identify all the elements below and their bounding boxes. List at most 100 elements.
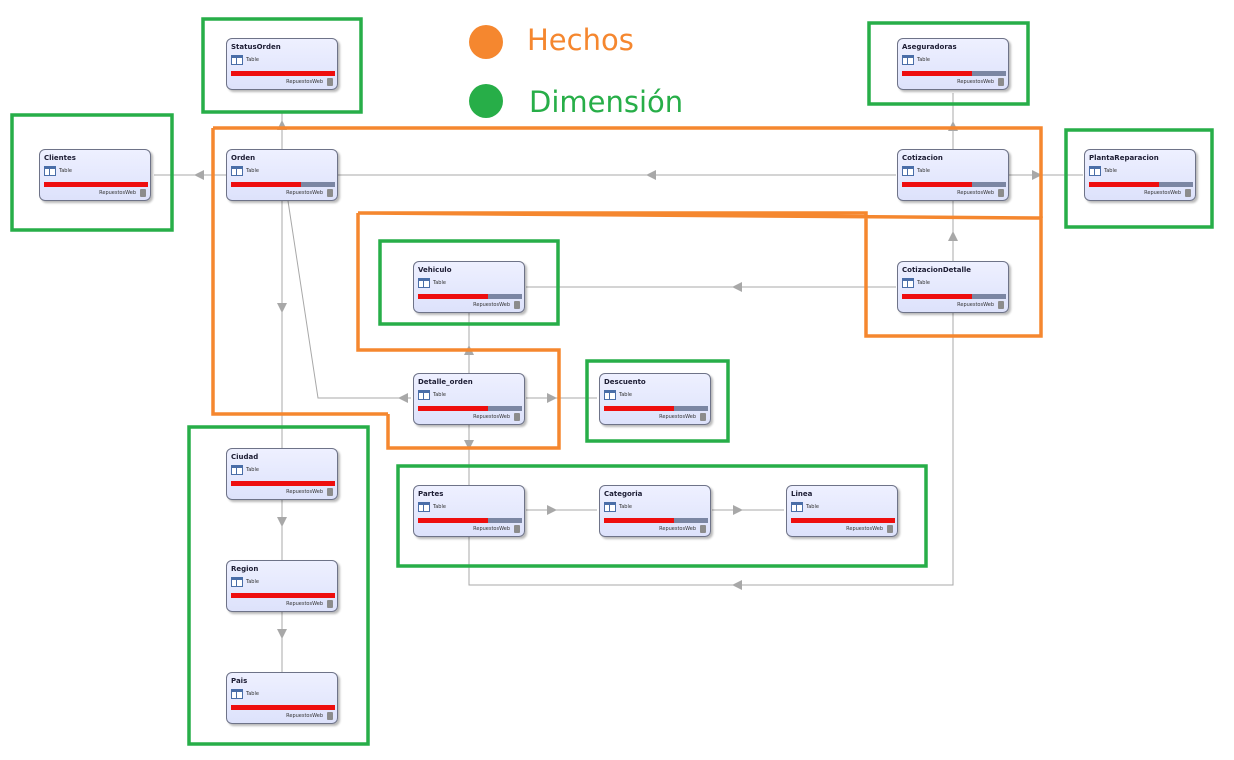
table-source-label: RepuestosWeb bbox=[473, 302, 510, 308]
table-bar bbox=[902, 294, 1006, 299]
database-icon bbox=[1185, 189, 1191, 197]
table-source-label: RepuestosWeb bbox=[473, 526, 510, 532]
table-source-label: RepuestosWeb bbox=[286, 601, 323, 607]
dimension-box-clientes bbox=[10, 113, 174, 232]
table-bar bbox=[418, 518, 522, 523]
table-source-label: RepuestosWeb bbox=[286, 713, 323, 719]
table-bar bbox=[418, 294, 522, 299]
database-icon bbox=[140, 189, 146, 197]
table-name: Aseguradoras bbox=[902, 43, 957, 51]
dimension-box-partes bbox=[396, 464, 928, 568]
arrowhead-8 bbox=[277, 303, 287, 313]
arrowhead-7 bbox=[732, 282, 742, 292]
table-name: CotizacionDetalle bbox=[902, 266, 972, 274]
table-bar bbox=[44, 182, 148, 187]
table-bar-fill bbox=[604, 406, 674, 411]
database-icon bbox=[998, 301, 1004, 309]
line-cotizaciondetalle-partes bbox=[468, 313, 954, 586]
dimension-box-vehiculo bbox=[378, 239, 560, 326]
database-icon bbox=[327, 600, 333, 608]
table-bar-fill bbox=[902, 71, 972, 76]
dimension-box-geografia bbox=[187, 425, 370, 746]
table-source-label: RepuestosWeb bbox=[286, 190, 323, 196]
table-icon bbox=[231, 166, 243, 176]
group-boxes bbox=[10, 17, 1214, 746]
arrowhead-17 bbox=[277, 629, 287, 639]
table-bar bbox=[231, 705, 335, 710]
table-icon bbox=[231, 689, 243, 699]
table-name: Clientes bbox=[44, 154, 76, 162]
table-icon bbox=[231, 577, 243, 587]
arrowhead-2 bbox=[194, 170, 204, 180]
table-icon bbox=[604, 390, 616, 400]
table-bar-fill bbox=[902, 182, 972, 187]
table-name: Vehiculo bbox=[418, 266, 452, 274]
table-type-label: Table bbox=[917, 280, 930, 286]
database-icon bbox=[700, 525, 706, 533]
table-bar-fill bbox=[44, 182, 148, 187]
table-bar-fill bbox=[418, 406, 488, 411]
table-bar bbox=[231, 481, 335, 486]
table-bar-fill bbox=[231, 182, 301, 187]
table-source-label: RepuestosWeb bbox=[1144, 190, 1181, 196]
table-type-label: Table bbox=[433, 392, 446, 398]
table-bar-fill bbox=[231, 71, 335, 76]
table-source-label: RepuestosWeb bbox=[659, 414, 696, 420]
table-bar-fill bbox=[791, 518, 895, 523]
arrowhead-11 bbox=[547, 393, 557, 403]
table-icon bbox=[231, 55, 243, 65]
table-type-label: Table bbox=[917, 57, 930, 63]
table-type-label: Table bbox=[917, 168, 930, 174]
table-bar-fill bbox=[1089, 182, 1159, 187]
table-source-label: RepuestosWeb bbox=[957, 190, 994, 196]
table-name: StatusOrden bbox=[231, 43, 281, 51]
table-source-label: RepuestosWeb bbox=[659, 526, 696, 532]
database-icon bbox=[327, 78, 333, 86]
table-bar bbox=[231, 593, 335, 598]
table-source-label: RepuestosWeb bbox=[473, 414, 510, 420]
table-type-label: Table bbox=[246, 467, 259, 473]
table-bar-fill bbox=[418, 294, 488, 299]
fact-box-detalle-orden bbox=[356, 213, 561, 450]
table-bar-fill bbox=[418, 518, 488, 523]
arrowhead-9 bbox=[398, 393, 408, 403]
dimension-box-aseguradoras bbox=[867, 21, 1030, 106]
table-bar-fill bbox=[231, 481, 335, 486]
table-type-label: Table bbox=[433, 504, 446, 510]
table-source-label: RepuestosWeb bbox=[957, 302, 994, 308]
table-name: Categoria bbox=[604, 490, 643, 498]
relationship-lines bbox=[154, 93, 1083, 672]
table-bar bbox=[1089, 182, 1193, 187]
database-icon bbox=[998, 189, 1004, 197]
table-name: Pais bbox=[231, 677, 248, 685]
table-type-label: Table bbox=[246, 691, 259, 697]
legend-hechos-dot bbox=[469, 25, 503, 59]
arrowhead-13 bbox=[547, 505, 557, 515]
database-icon bbox=[700, 413, 706, 421]
table-bar-fill bbox=[604, 518, 674, 523]
table-name: Detalle_orden bbox=[418, 378, 473, 386]
table-icon bbox=[44, 166, 56, 176]
table-bar bbox=[902, 182, 1006, 187]
table-icon bbox=[1089, 166, 1101, 176]
table-type-label: Table bbox=[619, 504, 632, 510]
table-bar bbox=[231, 71, 335, 76]
